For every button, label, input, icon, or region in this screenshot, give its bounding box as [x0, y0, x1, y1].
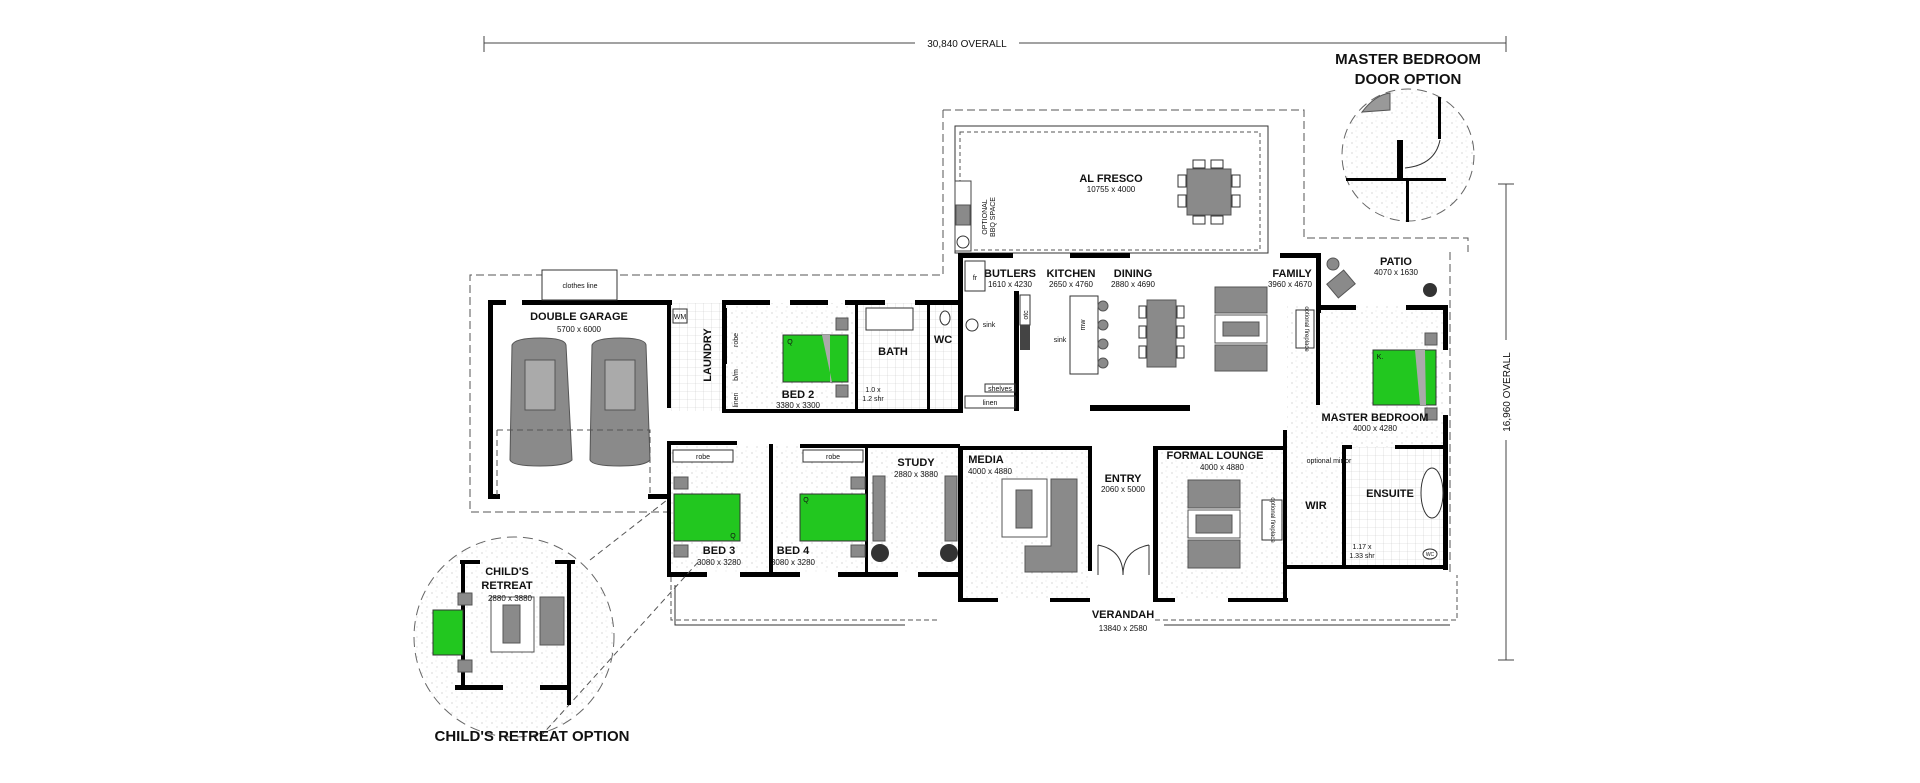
formal-lounge-size: 4000 x 4880 — [1200, 463, 1245, 472]
childs-retreat-label-2: RETREAT — [481, 580, 532, 592]
clothes-line-label: clothes line — [562, 283, 597, 290]
robe-bed2-label: robe — [733, 333, 740, 347]
family-fireplace-label: optional fireplace — [1303, 306, 1309, 352]
formal-fireplace-label: optional fireplace — [1269, 497, 1275, 543]
ensuite-label: ENSUITE — [1366, 488, 1414, 500]
garage-label: DOUBLE GARAGE — [530, 311, 628, 323]
verandah-label: VERANDAH — [1092, 609, 1154, 621]
shower2-label-1: 1.17 x — [1352, 544, 1372, 551]
wir-label: WIR — [1305, 500, 1326, 512]
entry-label: ENTRY — [1105, 473, 1143, 485]
kitchen-sink-label: sink — [1054, 337, 1067, 344]
master-door-option: MASTER BEDROOM DOOR OPTION — [1335, 51, 1481, 222]
family-label: FAMILY — [1272, 268, 1312, 280]
ensuite-wc-label: WC — [1426, 552, 1435, 558]
butlers-sink-label: sink — [983, 322, 996, 329]
media-size: 4000 x 4880 — [968, 467, 1013, 476]
verandah-size: 13840 x 2580 — [1099, 624, 1148, 633]
outdoor-table — [1186, 168, 1232, 216]
bed2-label: BED 2 — [782, 389, 814, 401]
laundry-label: LAUNDRY — [702, 328, 714, 382]
wc-label: WC — [934, 334, 952, 346]
otc-label: otc — [1023, 310, 1030, 320]
butlers-size: 1610 x 4230 — [988, 280, 1033, 289]
dining-table — [1146, 299, 1177, 368]
entry-size: 2060 x 5000 — [1101, 485, 1146, 494]
bbq-label-2: BBQ SPACE — [990, 197, 997, 237]
bed3-bed-size: Q — [730, 533, 736, 540]
fridge-label: fr — [973, 275, 978, 282]
childs-retreat-option-title: CHILD'S RETREAT OPTION — [435, 728, 630, 745]
al-fresco-label: AL FRESCO — [1079, 173, 1143, 185]
shelves-label: shelves — [988, 386, 1012, 393]
optional-mirror-label: optional mirror — [1307, 458, 1352, 465]
bed4-bed — [799, 493, 867, 542]
bed3-bed — [673, 493, 741, 542]
kitchen-island — [1069, 295, 1099, 375]
kitchen-size: 2650 x 4760 — [1049, 280, 1094, 289]
bed4-label: BED 4 — [777, 545, 810, 557]
wm-label: WM — [674, 314, 687, 321]
robe-bed3-label: robe — [696, 454, 710, 461]
shower1-label-2: 1.2 shr — [862, 396, 884, 403]
mw-label: mw — [1080, 319, 1087, 331]
master-bedroom-size: 4000 x 4280 — [1353, 424, 1398, 433]
bed3-size: 3080 x 3280 — [697, 558, 742, 567]
overall-depth-dimension: 16,960 OVERALL — [1498, 183, 1514, 661]
dining-size: 2880 x 4690 — [1111, 280, 1156, 289]
bm-label: b/m — [733, 369, 740, 381]
bed4-size: 3080 x 3280 — [771, 558, 816, 567]
childs-retreat-size: 2880 x 3880 — [488, 594, 533, 603]
bed3-label: BED 3 — [703, 545, 735, 557]
bed2-size: 3380 x 3300 — [776, 401, 821, 410]
linen-label: linen — [733, 393, 740, 408]
master-door-option-title-2: DOOR OPTION — [1355, 71, 1462, 88]
study-size: 2880 x 3880 — [894, 470, 939, 479]
butlers-linen-label: linen — [983, 400, 998, 407]
double-garage: clothes line DOUBLE GARAGE 5700 x 6000 — [496, 269, 651, 495]
bed4-bed-size: Q — [803, 497, 809, 504]
study-label: STUDY — [897, 457, 935, 469]
butlers-label: BUTLERS — [984, 268, 1036, 280]
media-sofa — [1024, 478, 1078, 573]
media-label: MEDIA — [968, 454, 1004, 466]
overall-depth-label: 16,960 OVERALL — [1502, 352, 1513, 432]
master-bed-size: K. — [1377, 354, 1384, 361]
bed2-bed-size: Q — [787, 339, 793, 346]
patio-label: PATIO — [1380, 256, 1412, 268]
shower2-label-2: 1.33 shr — [1349, 553, 1375, 560]
al-fresco: OPTIONAL BBQ SPACE AL FRESCO 10755 x 400… — [954, 125, 1269, 254]
formal-lounge-label: FORMAL LOUNGE — [1167, 450, 1264, 462]
patio-size: 4070 x 1630 — [1374, 268, 1419, 277]
childs-retreat-label-1: CHILD'S — [485, 566, 529, 578]
bath-label: BATH — [878, 346, 908, 358]
dining-label: DINING — [1114, 268, 1153, 280]
overall-width-dimension: 30,840 OVERALL — [483, 36, 1507, 52]
garage-size: 5700 x 6000 — [557, 325, 602, 334]
al-fresco-size: 10755 x 4000 — [1087, 185, 1136, 194]
childs-retreat-option: CHILD'S RETREAT 2880 x 3880 CHILD'S RETR… — [413, 499, 701, 745]
kitchen-label: KITCHEN — [1047, 268, 1096, 280]
master-door-option-title-1: MASTER BEDROOM — [1335, 51, 1481, 68]
shower1-label-1: 1.0 x — [865, 387, 881, 394]
robe-bed4-label: robe — [826, 454, 840, 461]
master-bedroom-label: MASTER BEDROOM — [1322, 412, 1429, 424]
bed2-bed — [782, 334, 849, 383]
overall-width-label: 30,840 OVERALL — [927, 39, 1007, 50]
bbq-label-1: OPTIONAL — [982, 199, 989, 235]
family-size: 3960 x 4670 — [1268, 280, 1313, 289]
